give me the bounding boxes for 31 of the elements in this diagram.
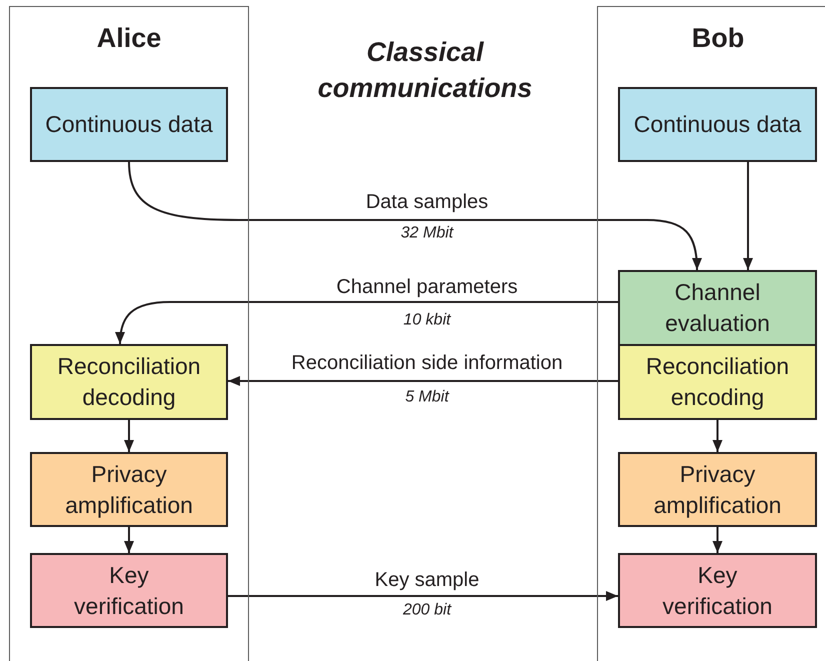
lane-heading: Bob	[690, 22, 746, 55]
diagram-title: Classical communications	[316, 36, 534, 105]
process-box: Privacy amplification	[618, 452, 817, 527]
swimlane-panel	[597, 6, 825, 661]
edge-label: Channel parameters	[336, 275, 518, 299]
process-box: Continuous data	[618, 87, 817, 162]
lane-heading: Alice	[96, 22, 162, 55]
arrow	[712, 420, 722, 452]
arrow	[712, 527, 722, 553]
data-size-label: 32 Mbit	[400, 224, 454, 242]
data-size-label: 5 Mbit	[405, 388, 449, 406]
process-box: Key verification	[618, 553, 817, 628]
arrow	[124, 527, 134, 553]
process-box: Privacy amplification	[30, 452, 228, 527]
arrow	[128, 162, 702, 270]
process-box: Key verification	[30, 553, 228, 628]
arrow	[228, 591, 618, 601]
process-box: Continuous data	[30, 87, 228, 162]
edge-label: Key sample	[374, 568, 480, 592]
arrow	[228, 376, 618, 386]
edge-label: Reconciliation side information	[291, 351, 563, 375]
process-box: Reconciliation encoding	[618, 344, 817, 420]
arrow	[743, 162, 753, 270]
swimlane-panel	[9, 6, 249, 661]
process-box: Reconciliation decoding	[30, 344, 228, 420]
data-size-label: 10 kbit	[403, 310, 451, 330]
edge-label: Data samples	[366, 190, 488, 214]
arrow	[124, 420, 134, 452]
data-size-label: 200 bit	[402, 600, 452, 620]
arrow	[115, 301, 618, 344]
process-box: Channel evaluation	[618, 270, 817, 346]
